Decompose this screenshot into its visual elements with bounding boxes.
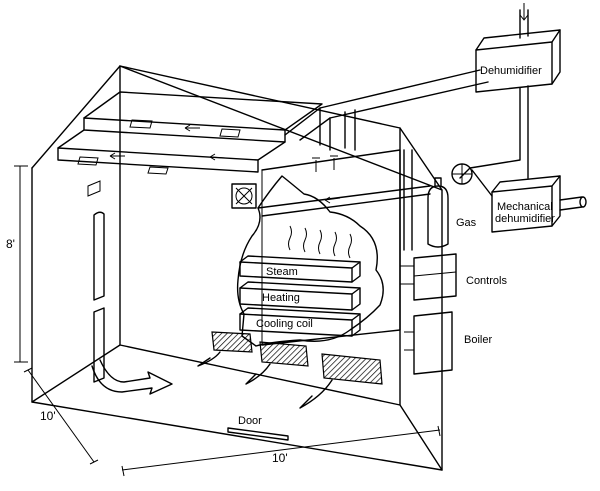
steam-vapor — [288, 225, 352, 259]
boiler-label: Boiler — [464, 334, 492, 346]
floor-grille-3 — [321, 353, 383, 385]
main-duct — [284, 69, 489, 151]
ceiling-ducts — [57, 91, 323, 175]
door: Door — [227, 415, 289, 441]
cooling-coil-label: Cooling coil — [256, 318, 313, 330]
controls-label: Controls — [466, 275, 507, 287]
floor-grille-2 — [259, 341, 309, 367]
dehumidifier-label: Dehumidifier — [480, 65, 542, 77]
depth-dimension: 10' — [40, 409, 56, 423]
dimension-width: 10' — [121, 425, 441, 477]
door-label: Door — [238, 415, 262, 427]
fan-box — [231, 183, 257, 209]
fan-icon — [235, 187, 253, 205]
floor-grille-1 — [211, 331, 253, 353]
mechanical-label-1: Mechanical — [497, 201, 553, 213]
heating-label: Heating — [262, 292, 300, 304]
supply-piping — [403, 149, 413, 251]
gas-label: Gas — [456, 217, 477, 229]
intake-arrow-icon — [519, 3, 529, 21]
coil-stack: Steam Heating Cooling coil — [239, 255, 361, 337]
cutaway-outline — [236, 175, 384, 347]
dimension-height: 8' — [6, 165, 28, 363]
mechanical-dehumidifier-unit: Mechanical dehumidifier — [451, 163, 587, 233]
dimension-depth: 10' — [23, 367, 99, 465]
floor-grilles — [197, 331, 383, 409]
width-dimension: 10' — [272, 451, 288, 465]
return-air-arrow — [91, 359, 173, 395]
steam-label: Steam — [266, 266, 298, 278]
dehumidifier-unit: Dehumidifier — [459, 3, 561, 179]
height-dimension: 8' — [6, 237, 15, 251]
room-box — [31, 65, 443, 471]
mechanical-label-2: dehumidifier — [495, 213, 555, 225]
controls-box: Controls — [400, 253, 507, 301]
boiler: Boiler — [404, 311, 492, 375]
gas-cylinder: Gas — [427, 177, 477, 248]
